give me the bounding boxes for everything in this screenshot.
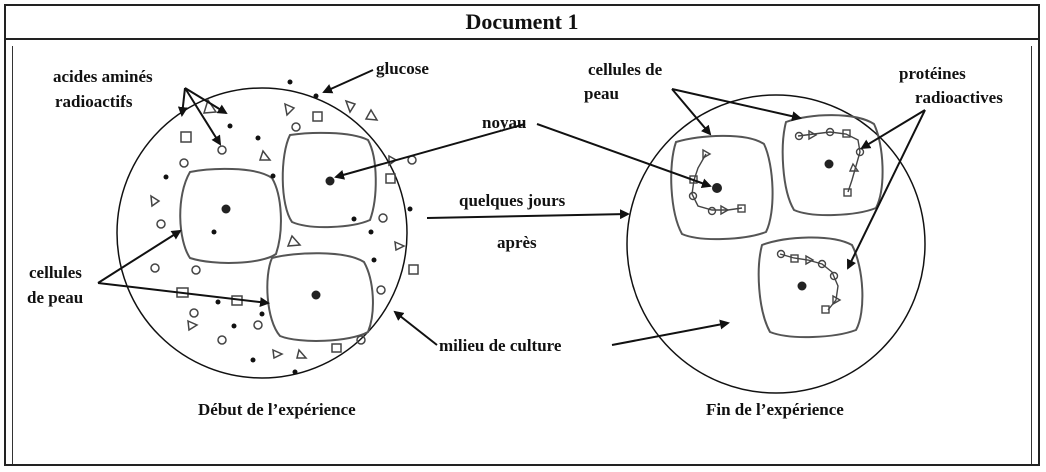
caption-start: Début de l’expérience [198,400,356,419]
skin-cell-right-2 [781,114,884,217]
label-nucleus: noyau [482,113,526,132]
title-bar: Document 1 [6,6,1038,40]
nucleus-left-2 [325,176,335,186]
nucleus-left-3 [311,290,321,300]
glucose-molecules [163,79,413,375]
label-radioactive-proteins-line2: radioactives [915,88,1003,107]
pointer-arrows [97,69,926,346]
label-glucose: glucose [376,59,429,78]
document-title: Document 1 [465,9,579,34]
skin-cell-right-1 [670,134,774,241]
label-skin-cells-left-line2: de peau [27,288,83,307]
radioactive-proteins [688,127,865,314]
label-amino-acids-line2: radioactifs [55,92,133,111]
label-few-days: quelques jours [459,191,566,210]
skin-cell-right-3 [757,236,864,339]
nucleus-right-2 [824,159,834,169]
label-skin-cells-right-line1: cellules de [588,60,663,79]
culture-dish-end [626,94,926,394]
skin-cell-left-1 [179,167,282,264]
label-skin-cells-right-line2: peau [584,84,619,103]
label-radioactive-proteins-line1: protéines [899,64,966,83]
caption-end: Fin de l’expérience [706,400,844,419]
skin-cell-left-2 [281,131,377,229]
label-culture-medium: milieu de culture [439,336,562,355]
nucleus-right-3 [797,281,807,291]
label-skin-cells-left-line1: cellules [29,263,82,282]
culture-dish-start [116,87,408,379]
nucleus-right-1 [712,183,722,193]
amino-acid-molecules [150,98,419,360]
label-later: après [497,233,537,252]
label-amino-acids-line1: acides aminés [53,67,153,86]
skin-cell-left-3 [266,252,374,342]
nucleus-left-1 [221,204,231,214]
inner-frame [12,46,1032,464]
document-frame: Document 1 [4,4,1040,466]
